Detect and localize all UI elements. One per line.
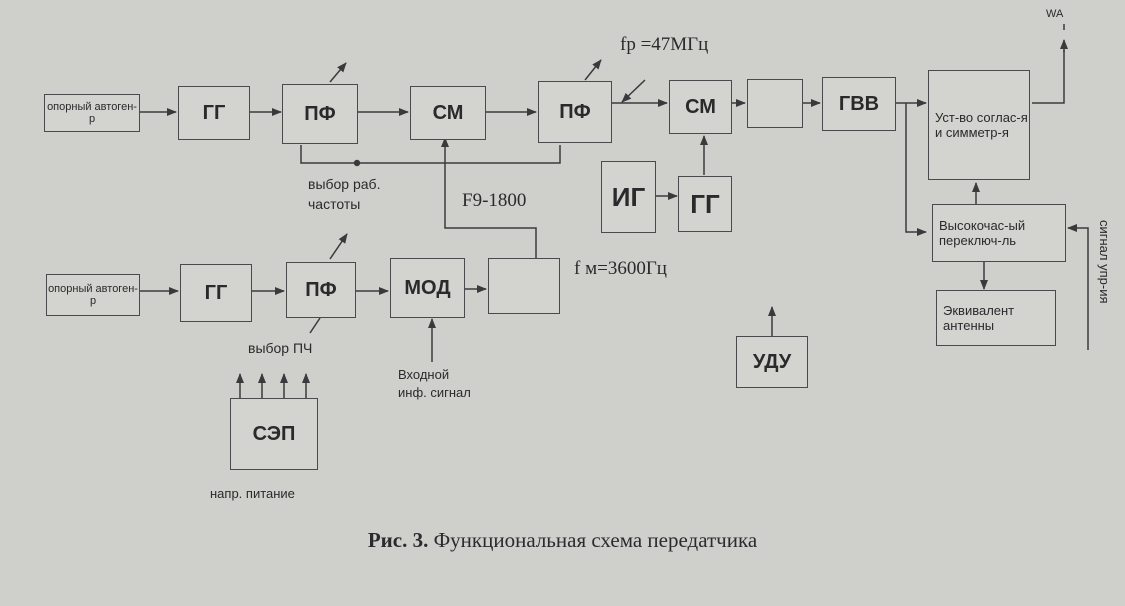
label-input-signal: Входной инф. сигнал: [398, 367, 471, 400]
label-fm: f м=3600Гц: [574, 258, 667, 279]
amplifier-2: [488, 258, 560, 314]
reference-oscillator-1: опорный автоген-р: [44, 94, 140, 132]
label-control-signal: сигнал упр-ия: [1097, 220, 1112, 304]
label-supply-voltage: напр. питание: [210, 486, 295, 501]
power-supply-unit: СЭП: [230, 398, 318, 470]
harmonic-generator-2: ГГ: [180, 264, 252, 322]
bandpass-filter-2: ПФ: [538, 81, 612, 143]
label-freq-p: fр =47МГц: [620, 34, 709, 55]
figure-caption: Рис. 3. Функциональная схема передатчика: [0, 528, 1125, 553]
mixer-1: СМ: [410, 86, 486, 140]
bandpass-filter-3: ПФ: [286, 262, 356, 318]
label-antenna: WA: [1046, 8, 1064, 20]
modulator: МОД: [390, 258, 465, 318]
label-work-frequency: выбор раб. частоты: [308, 176, 381, 212]
label-if-select: выбор ПЧ: [248, 340, 313, 356]
caption-text: Функциональная схема передатчика: [433, 528, 758, 552]
pulse-generator: ИГ: [601, 161, 656, 233]
hf-switch: Высокочас-ый переключ-ль: [932, 204, 1066, 262]
amplifier-1: [747, 79, 803, 128]
caption-number: Рис. 3.: [367, 528, 429, 552]
mixer-2: СМ: [669, 80, 732, 134]
label-f9: F9-1800: [462, 190, 527, 211]
harmonic-generator-1: ГГ: [178, 86, 250, 140]
output-power-amplifier: ГВВ: [822, 77, 896, 131]
remote-control-unit: УДУ: [736, 336, 808, 388]
bandpass-filter-1: ПФ: [282, 84, 358, 144]
matching-symmetry-device: Уст-во соглас-я и симметр-я: [928, 70, 1030, 180]
harmonic-generator-3: ГГ: [678, 176, 732, 232]
reference-oscillator-2: опорный автоген-р: [46, 274, 140, 316]
antenna-equivalent: Эквивалент антенны: [936, 290, 1056, 346]
